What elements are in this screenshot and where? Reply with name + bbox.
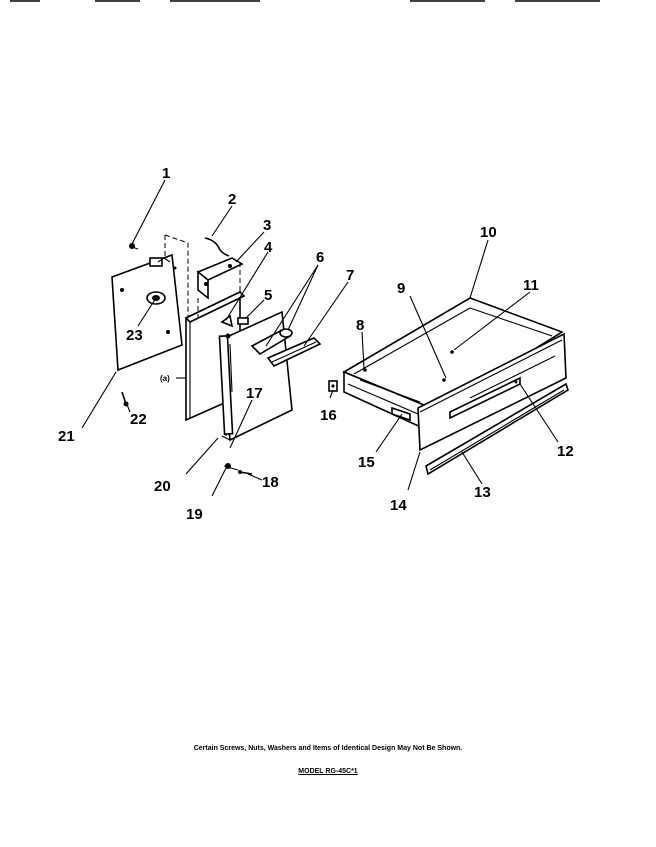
label-21: 21: [58, 428, 75, 445]
label-22: 22: [130, 411, 147, 428]
label-20: 20: [154, 478, 171, 495]
footnote: Certain Screws, Nuts, Washers and Items …: [193, 745, 463, 752]
drawer-front-14: [417, 332, 567, 452]
screw-18: [238, 470, 253, 475]
label-15: 15: [358, 454, 375, 471]
handle-17: [218, 333, 234, 435]
label-2: 2: [228, 191, 236, 208]
label-12: 12: [557, 443, 574, 460]
label-16: 16: [320, 407, 337, 424]
label-callout-a: (a): [160, 374, 170, 383]
label-10: 10: [480, 224, 497, 241]
label-8: 8: [356, 317, 364, 334]
label-5: 5: [264, 287, 272, 304]
label-4: 4: [264, 239, 273, 256]
label-17: 17: [246, 385, 263, 402]
part-labels: 1 2 3 4 5 6 7 8 9 10 11 12 13 14 15 16 1…: [58, 165, 574, 523]
label-23: 23: [126, 327, 143, 344]
kick-strip-13: [425, 382, 569, 476]
model-number: MODEL RG-45C*1: [298, 768, 358, 775]
leader-lines: [81, 179, 559, 497]
label-19: 19: [186, 506, 203, 523]
label-7: 7: [346, 267, 354, 284]
clip-16: [328, 380, 338, 392]
trim-7: [266, 337, 322, 368]
label-9: 9: [397, 280, 405, 297]
label-6: 6: [316, 249, 324, 266]
label-13: 13: [474, 484, 491, 501]
label-18: 18: [262, 474, 279, 491]
label-3: 3: [263, 217, 271, 234]
screw-22: [121, 391, 129, 407]
clip-5: [237, 317, 249, 325]
label-1: 1: [162, 165, 170, 182]
wire-2: [204, 237, 230, 257]
label-11: 11: [523, 277, 539, 294]
trim-6: [250, 328, 293, 356]
bracket-3: [196, 257, 244, 300]
screw-19: [223, 463, 239, 471]
screw-1: [128, 243, 139, 250]
label-14: 14: [390, 497, 407, 514]
